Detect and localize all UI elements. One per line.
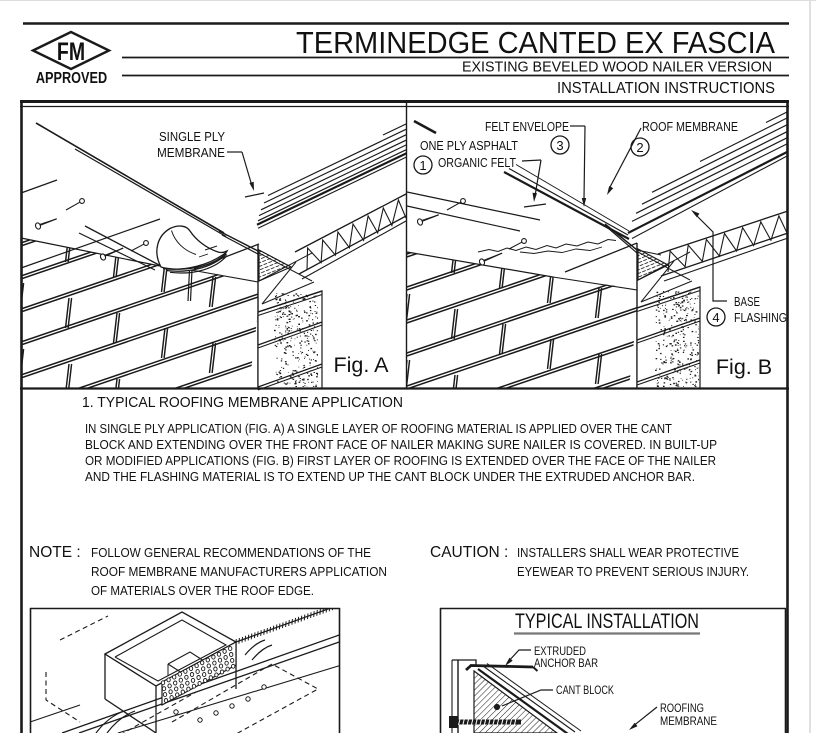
svg-text:Fig. A: Fig. A: [334, 353, 390, 377]
svg-text:ROOFING: ROOFING: [660, 701, 704, 715]
svg-text:APPROVED: APPROVED: [36, 70, 107, 87]
svg-text:INSTALLATION INSTRUCTIONS: INSTALLATION INSTRUCTIONS: [557, 80, 775, 97]
svg-text:EXISTING BEVELED WOOD NAILER V: EXISTING BEVELED WOOD NAILER VERSION: [462, 59, 772, 76]
svg-text:ROOF MEMBRANE MANUFACTURERS AP: ROOF MEMBRANE MANUFACTURERS APPLICATION: [91, 565, 387, 579]
svg-text:2: 2: [636, 140, 643, 155]
svg-text:ONE PLY ASPHALT: ONE PLY ASPHALT: [420, 138, 518, 153]
svg-text:BLOCK AND EXTENDING OVER THE F: BLOCK AND EXTENDING OVER THE FRONT FACE …: [85, 438, 717, 452]
svg-text:EXTRUDED: EXTRUDED: [534, 644, 586, 658]
svg-text:ANCHOR BAR: ANCHOR BAR: [534, 656, 598, 670]
svg-text:OF MATERIALS OVER THE ROOF EDG: OF MATERIALS OVER THE ROOF EDGE.: [91, 584, 314, 598]
svg-text:IN SINGLE PLY APPLICATION (FIG: IN SINGLE PLY APPLICATION (FIG. A) A SIN…: [85, 422, 672, 436]
svg-text:MEMBRANE: MEMBRANE: [157, 145, 225, 160]
svg-text:4: 4: [712, 310, 719, 325]
svg-text:FLASHING: FLASHING: [734, 311, 787, 325]
svg-text:NOTE :: NOTE :: [29, 544, 81, 561]
svg-text:CAUTION :: CAUTION :: [430, 544, 508, 561]
svg-text:Fig. B: Fig. B: [716, 355, 772, 379]
svg-text:TERMINEDGE CANTED EX FASCIA: TERMINEDGE CANTED EX FASCIA: [296, 25, 775, 60]
svg-text:TYPICAL INSTALLATION: TYPICAL INSTALLATION: [515, 609, 699, 633]
svg-text:1. TYPICAL ROOFING MEMBRANE AP: 1. TYPICAL ROOFING MEMBRANE APPLICATION: [82, 395, 403, 411]
svg-text:FELT ENVELOPE: FELT ENVELOPE: [485, 119, 569, 134]
svg-text:1: 1: [419, 158, 426, 173]
svg-text:EYEWEAR TO PREVENT SERIOUS INJ: EYEWEAR TO PREVENT SERIOUS INJURY.: [517, 565, 749, 579]
svg-text:INSTALLERS SHALL WEAR PROTECTI: INSTALLERS SHALL WEAR PROTECTIVE: [517, 546, 739, 560]
svg-text:SINGLE PLY: SINGLE PLY: [159, 129, 225, 144]
svg-text:FOLLOW GENERAL RECOMMENDATIONS: FOLLOW GENERAL RECOMMENDATIONS OF THE: [91, 546, 371, 560]
svg-text:ORGANIC FELT: ORGANIC FELT: [438, 155, 516, 170]
svg-text:3: 3: [556, 138, 563, 153]
svg-text:ROOF MEMBRANE: ROOF MEMBRANE: [642, 119, 738, 134]
svg-text:CANT BLOCK: CANT BLOCK: [556, 683, 614, 697]
svg-text:FM: FM: [57, 38, 85, 66]
svg-text:MEMBRANE: MEMBRANE: [660, 714, 717, 728]
svg-text:AND THE FLASHING MATERIAL IS T: AND THE FLASHING MATERIAL IS TO EXTEND U…: [85, 470, 695, 484]
svg-text:OR MODIFIED APPLICATIONS (FIG.: OR MODIFIED APPLICATIONS (FIG. B) FIRST …: [85, 454, 716, 468]
svg-text:BASE: BASE: [734, 295, 760, 309]
